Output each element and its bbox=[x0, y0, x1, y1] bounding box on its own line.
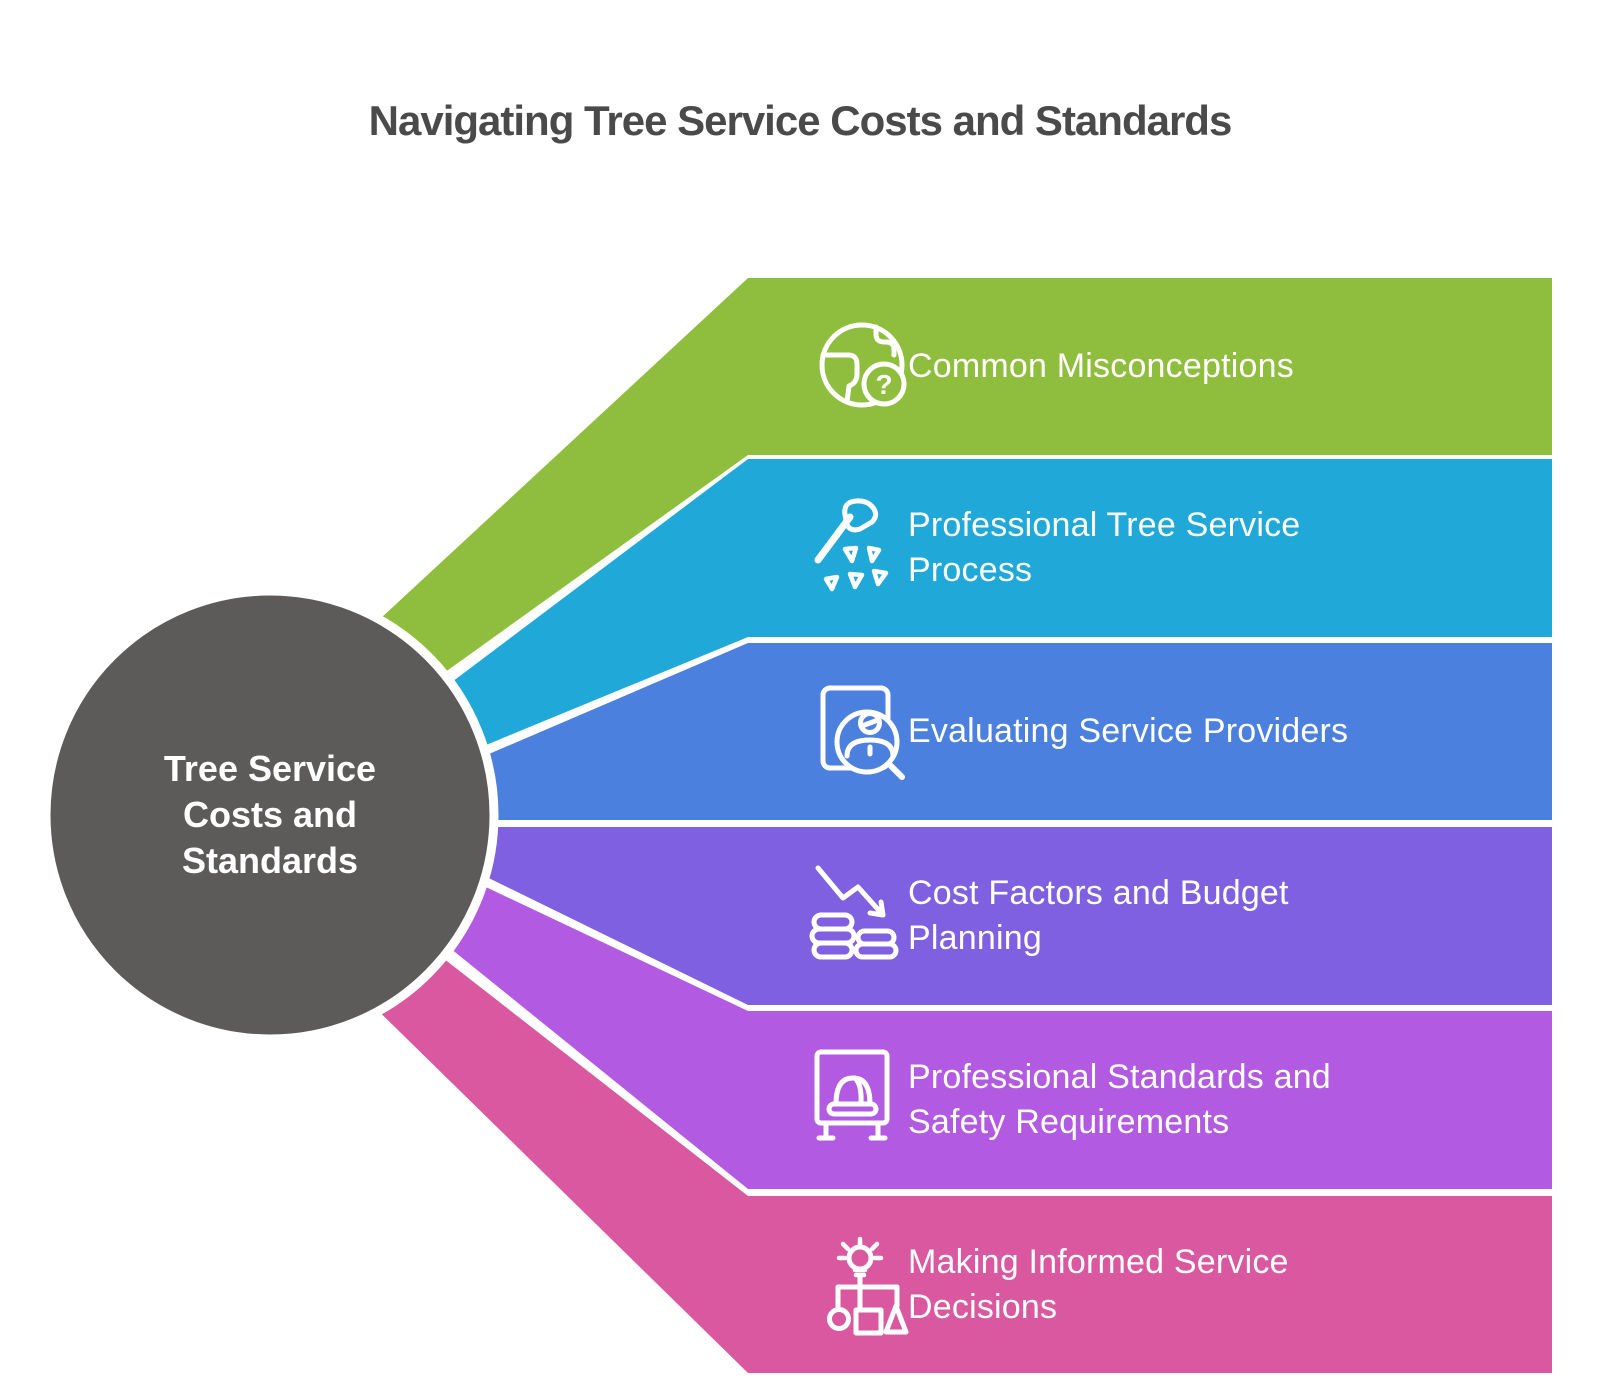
candidate-search-icon bbox=[820, 685, 905, 780]
cost-decline-icon bbox=[809, 865, 899, 960]
band-ribbon-3 bbox=[270, 643, 1552, 820]
band-label-5: Professional Standards and Safety Requir… bbox=[908, 1058, 1331, 1141]
hub-circle bbox=[41, 586, 499, 1044]
band-ribbon-6 bbox=[353, 937, 1552, 1373]
band-ribbon-5 bbox=[424, 871, 1552, 1189]
band-ribbon-2 bbox=[424, 459, 1552, 759]
axe-icon bbox=[814, 498, 889, 592]
band-label-2: Professional Tree Service Process bbox=[908, 506, 1301, 589]
band-label-1: Common Misconceptions bbox=[908, 347, 1294, 386]
safety-helmet-board-icon bbox=[814, 1049, 890, 1141]
band-label-3: Evaluating Service Providers bbox=[908, 712, 1349, 751]
svg-text:?: ? bbox=[875, 369, 892, 400]
band-label-4: Cost Factors and Budget Planning bbox=[908, 874, 1289, 957]
band-ribbon-1 bbox=[353, 278, 1552, 693]
globe-question-icon: ? bbox=[819, 322, 907, 408]
page-title: Navigating Tree Service Costs and Standa… bbox=[368, 97, 1233, 144]
hub-label: Tree Service Costs and Standards bbox=[163, 747, 377, 882]
band-ribbon-4 bbox=[270, 827, 1552, 1005]
band-label-6: Making Informed Service Decisions bbox=[908, 1242, 1289, 1326]
decision-tree-icon bbox=[827, 1236, 909, 1336]
